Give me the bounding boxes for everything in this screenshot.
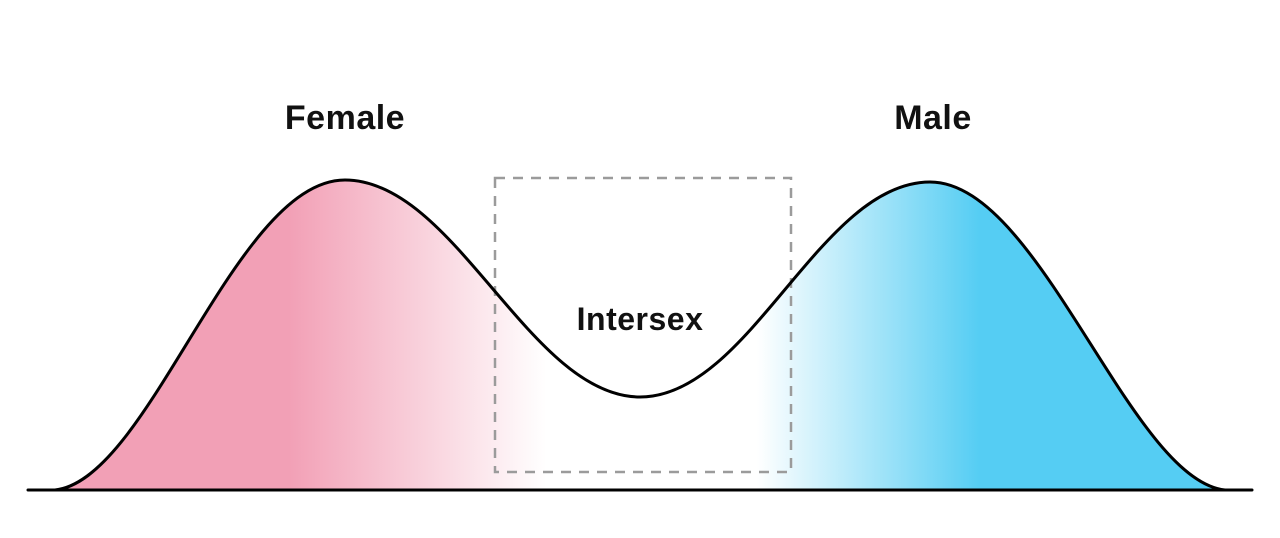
- intersex-label: Intersex: [576, 301, 704, 337]
- intersex-dashed-box: [493, 176, 793, 474]
- female-label: Female: [284, 99, 406, 137]
- male-label: Male: [894, 99, 972, 137]
- curve-gradient-fill: [55, 180, 1225, 490]
- distribution-curve: [53, 178, 1227, 492]
